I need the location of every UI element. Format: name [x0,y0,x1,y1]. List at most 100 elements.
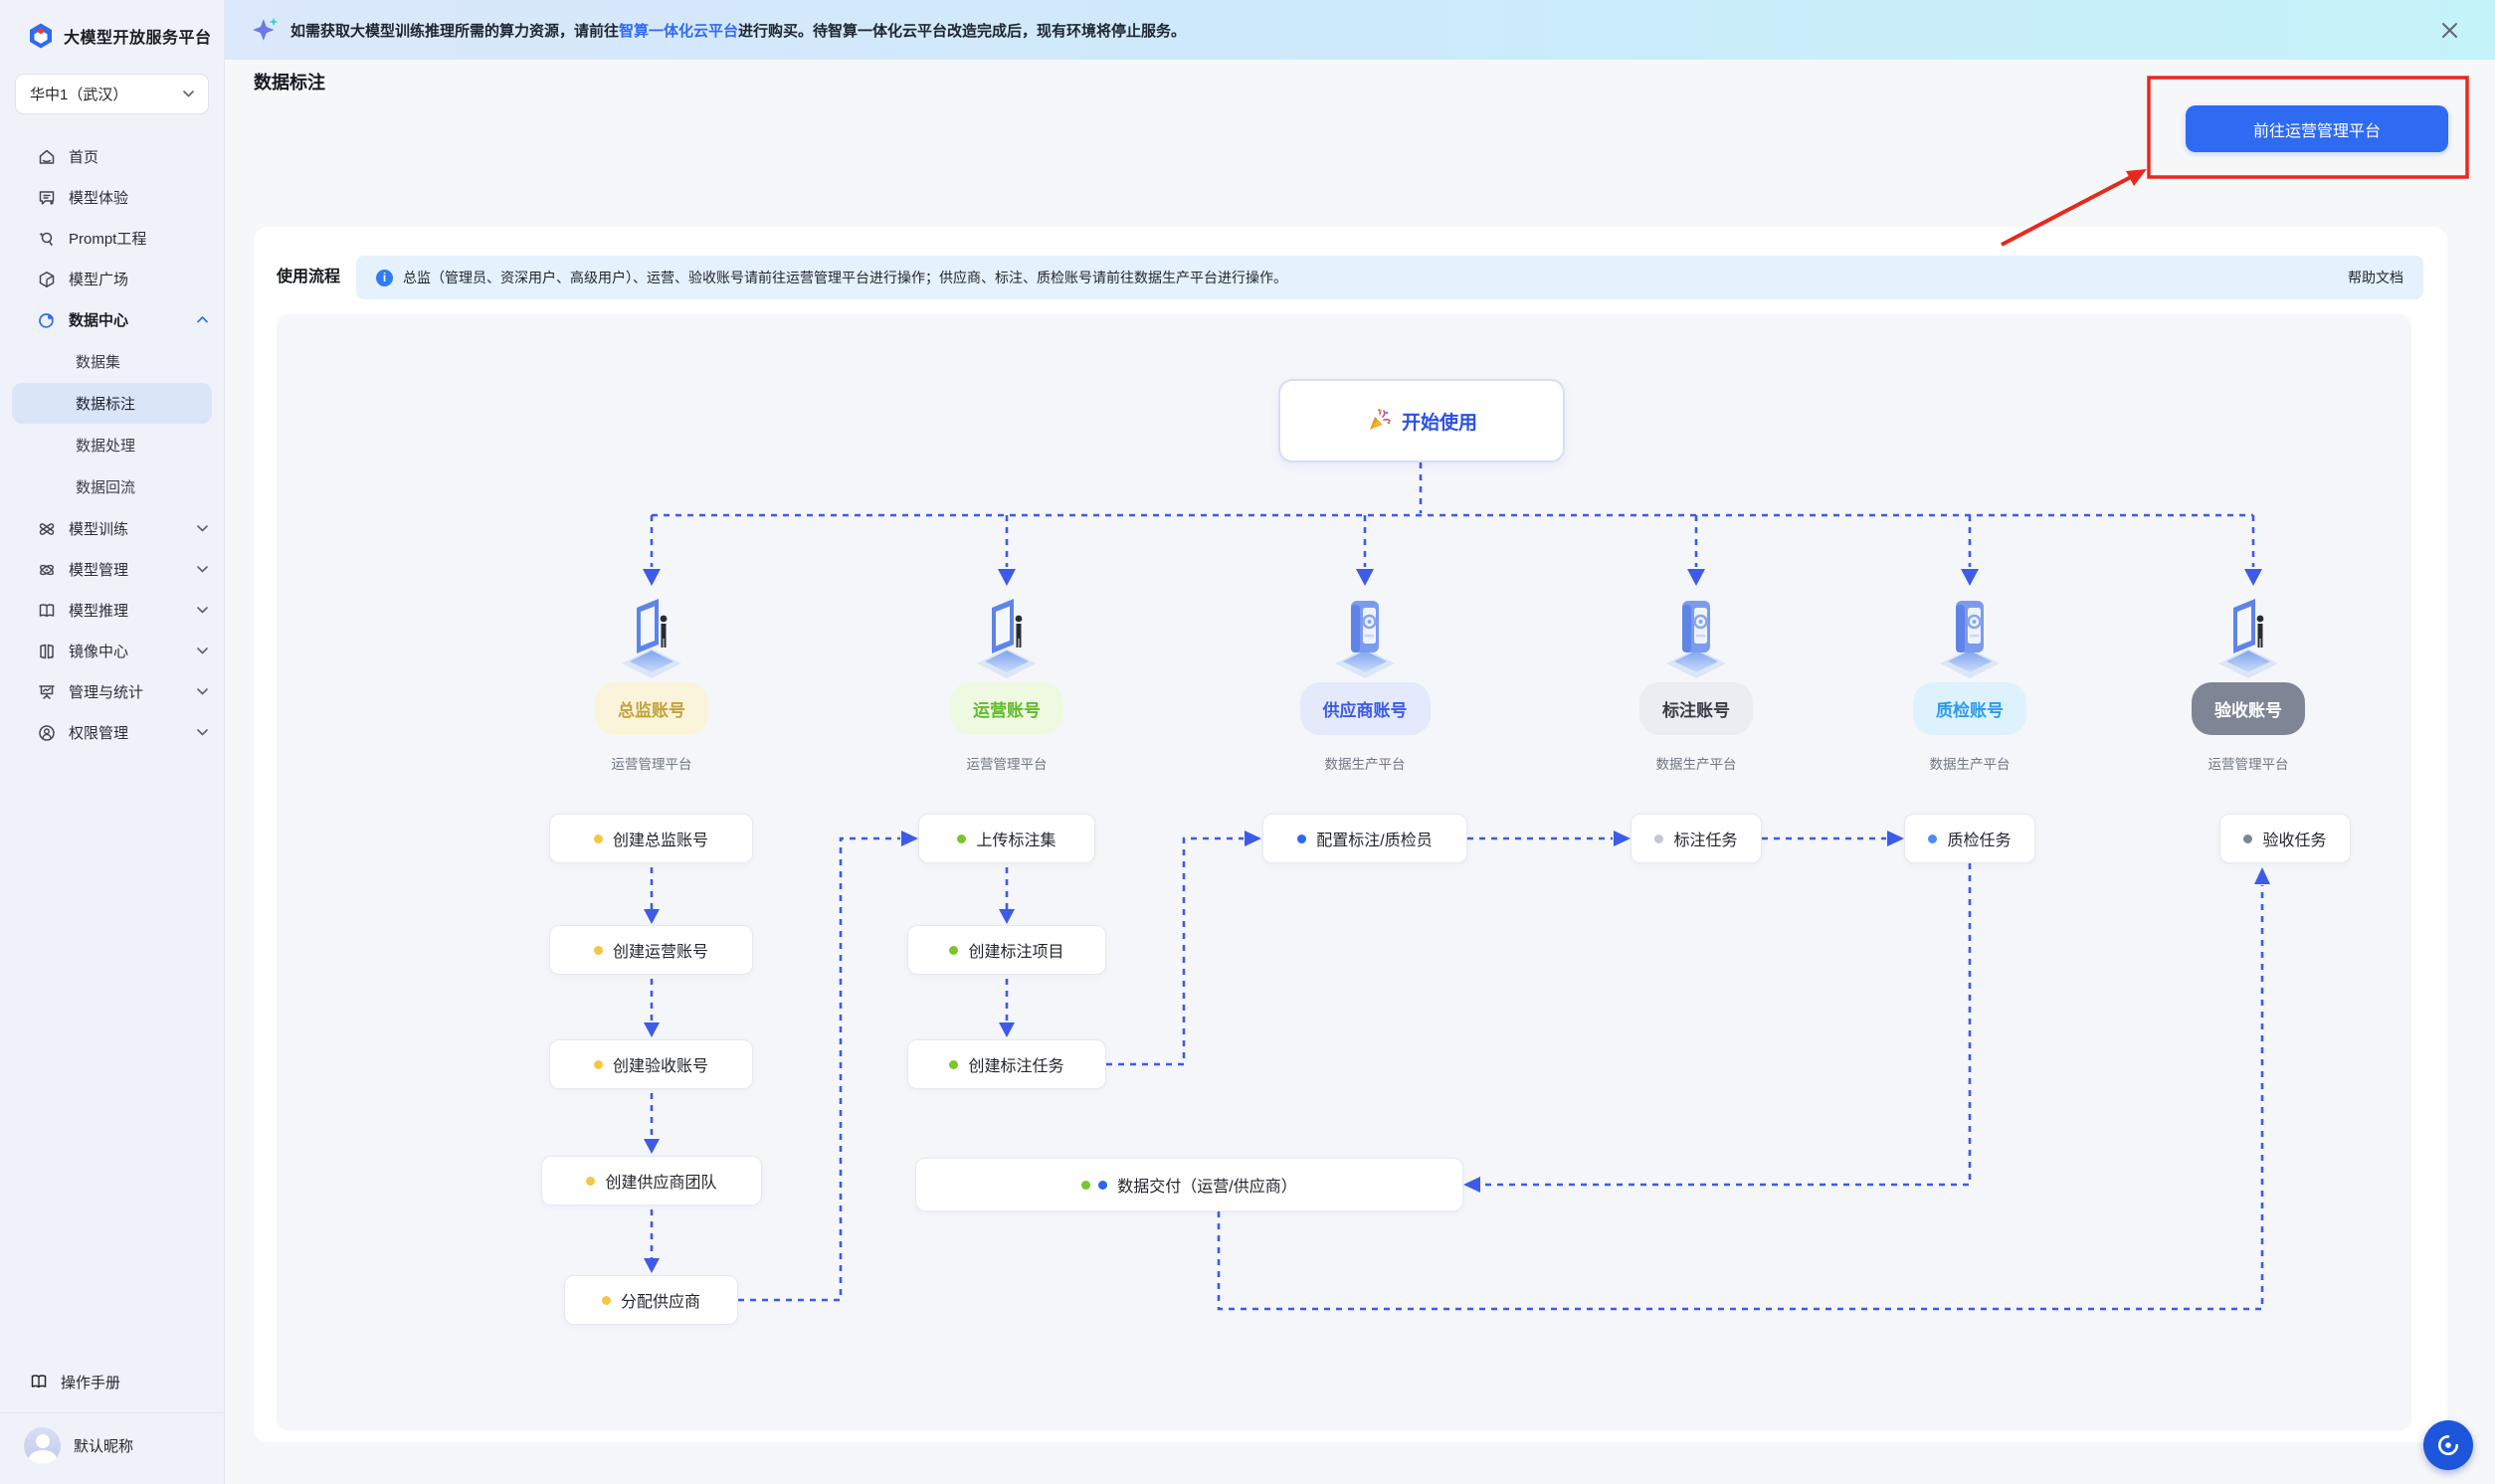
task-create-director-account[interactable]: 创建总监账号 [549,814,753,863]
pie-icon [39,312,54,328]
chevron-down-icon [197,688,208,695]
machine-icon [1317,595,1413,682]
task-accept[interactable]: 验收任务 [2219,814,2351,863]
task-label: 验收任务 [2262,833,2327,849]
app-title: 大模型开放服务平台 [64,30,212,47]
sidebar-item-label: Prompt工程 [69,231,147,248]
sidebar-subitem-dataset[interactable]: 数据集 [12,341,212,382]
account-badge: 标注账号 [1639,682,1753,735]
task-qc[interactable]: 质检任务 [1904,814,2035,863]
account-badge: 验收账号 [2192,682,2305,735]
status-dot [1098,1180,1108,1190]
divider [0,1412,224,1413]
sidebar-item-model-inference[interactable]: 模型推理 [0,590,224,631]
sidebar-item-admin-stats[interactable]: 管理与统计 [0,671,224,712]
chevron-up-icon [197,316,208,323]
sidebar-item-label: 管理与统计 [69,684,144,701]
task-create-acceptor-account[interactable]: 创建验收账号 [549,1039,753,1089]
start-using-button[interactable]: 开始使用 [1278,379,1565,463]
usage-flow-card: 使用流程 i 总监（管理员、资深用户、高级用户）、运营、验收账号请前往运营管理平… [254,227,2447,1442]
user-profile[interactable]: 默认昵称 [0,1413,224,1484]
subitem-label: 数据集 [76,354,121,371]
task-assign-vendor[interactable]: 分配供应商 [564,1275,738,1325]
sidebar-subitem-data-reflow[interactable]: 数据回流 [12,466,212,507]
task-label: 配置标注/质检员 [1316,833,1433,849]
start-using-label: 开始使用 [1401,412,1477,434]
sidebar-item-home[interactable]: 首页 [0,136,224,177]
subitem-label: 数据处理 [76,438,136,455]
task-create-vendor-team[interactable]: 创建供应商团队 [541,1156,762,1206]
info-bar: i 总监（管理员、资深用户、高级用户）、运营、验收账号请前往运营管理平台进行操作… [356,256,2423,299]
book-icon [31,1375,47,1389]
door-person-icon [2201,595,2296,682]
machine-icon [1648,595,1744,682]
sidebar: 大模型开放服务平台 华中1（武汉） 首页 模型体验 Prompt工程 模型广场 [0,0,225,1484]
banner-text-suffix: 进行购买。待智算一体化云平台改造完成后，现有环境将停止服务。 [738,22,1187,40]
region-selector[interactable]: 华中1（武汉） [15,74,209,114]
sidebar-item-model-square[interactable]: 模型广场 [0,259,224,299]
door-person-icon [604,595,699,682]
task-label: 分配供应商 [620,1294,700,1311]
task-create-annotation-task[interactable]: 创建标注任务 [907,1039,1106,1089]
logo: 大模型开放服务平台 [0,0,224,50]
platform-label: 运营管理平台 [611,757,692,772]
status-dots [1081,1180,1108,1190]
task-annotate[interactable]: 标注任务 [1631,814,1762,863]
notice-banner: 如需获取大模型训练推理所需的算力资源，请前往智算一体化云平台进行购买。待智算一体… [225,0,2495,60]
task-create-operator-account[interactable]: 创建运营账号 [549,925,753,975]
sidebar-item-permission[interactable]: 权限管理 [0,712,224,753]
sidebar-subitem-data-annotation[interactable]: 数据标注 [12,383,212,424]
banner-text: 如需获取大模型训练推理所需的算力资源，请前往智算一体化云平台进行购买。待智算一体… [290,20,1186,41]
task-label: 创建标注项目 [968,944,1064,961]
chevron-down-icon [197,525,208,532]
account-badge: 运营账号 [950,682,1063,735]
sidebar-item-data-center[interactable]: 数据中心 [0,299,224,340]
sidebar-item-prompt-engineering[interactable]: Prompt工程 [0,218,224,259]
help-bubble[interactable] [2423,1420,2473,1470]
sidebar-item-label: 模型体验 [69,190,129,207]
go-operation-platform-button[interactable]: 前往运营管理平台 [2186,105,2448,152]
chat-icon [39,190,55,205]
sidebar-item-model-management[interactable]: 模型管理 [0,549,224,590]
status-dot [1928,834,1938,843]
sidebar-item-manual[interactable]: 操作手册 [0,1361,224,1402]
close-icon[interactable] [2440,21,2459,40]
stats-icon [39,684,55,699]
content: 数据标注 前往运营管理平台 使用流程 i 总监（管理员、资深用户、高级用户）、运… [225,60,2495,1484]
chevron-down-icon [183,91,194,97]
chevron-down-icon [197,607,208,614]
sidebar-item-model-experience[interactable]: 模型体验 [0,177,224,218]
sidebar-nav: 首页 模型体验 Prompt工程 模型广场 数据中心 数据集 数据标注 数据处理 [0,136,224,753]
platform-label: 数据生产平台 [1655,757,1737,772]
sidebar-item-label: 模型广场 [69,272,129,288]
region-value: 华中1（武汉） [30,87,128,103]
sidebar-item-label: 首页 [69,149,99,166]
status-dot [601,1295,611,1305]
task-data-delivery[interactable]: 数据交付（运营/供应商） [915,1158,1463,1211]
flow-canvas: 开始使用 总监账号 运营管理平台 运营账号 运营管理平台 [277,314,2411,1430]
infer-icon [39,603,55,617]
platform-label: 数据生产平台 [1929,757,2011,772]
home-icon [39,149,55,164]
platform-label: 运营管理平台 [966,757,1048,772]
subitem-label: 数据标注 [76,396,136,413]
sidebar-subitem-data-processing[interactable]: 数据处理 [12,425,212,465]
banner-link[interactable]: 智算一体化云平台 [619,22,739,40]
help-doc-link[interactable]: 帮助文档 [2348,270,2403,285]
task-upload-dataset[interactable]: 上传标注集 [918,814,1095,863]
sidebar-item-image-center[interactable]: 镜像中心 [0,631,224,671]
task-create-annotation-project[interactable]: 创建标注项目 [907,925,1106,975]
task-label: 创建标注任务 [968,1058,1064,1075]
sparkle-stars-icon [253,17,279,41]
party-popper-icon [1369,409,1391,430]
status-dot [593,834,603,843]
status-dot [949,1059,959,1069]
sidebar-footer: 操作手册 默认昵称 [0,1361,224,1484]
sidebar-item-label: 模型训练 [69,521,129,538]
sidebar-item-model-training[interactable]: 模型训练 [0,508,224,549]
chevron-down-icon [197,729,208,736]
task-label: 标注任务 [1673,833,1738,849]
subitem-label: 数据回流 [76,479,136,496]
task-config-annotator-qc[interactable]: 配置标注/质检员 [1262,814,1467,863]
